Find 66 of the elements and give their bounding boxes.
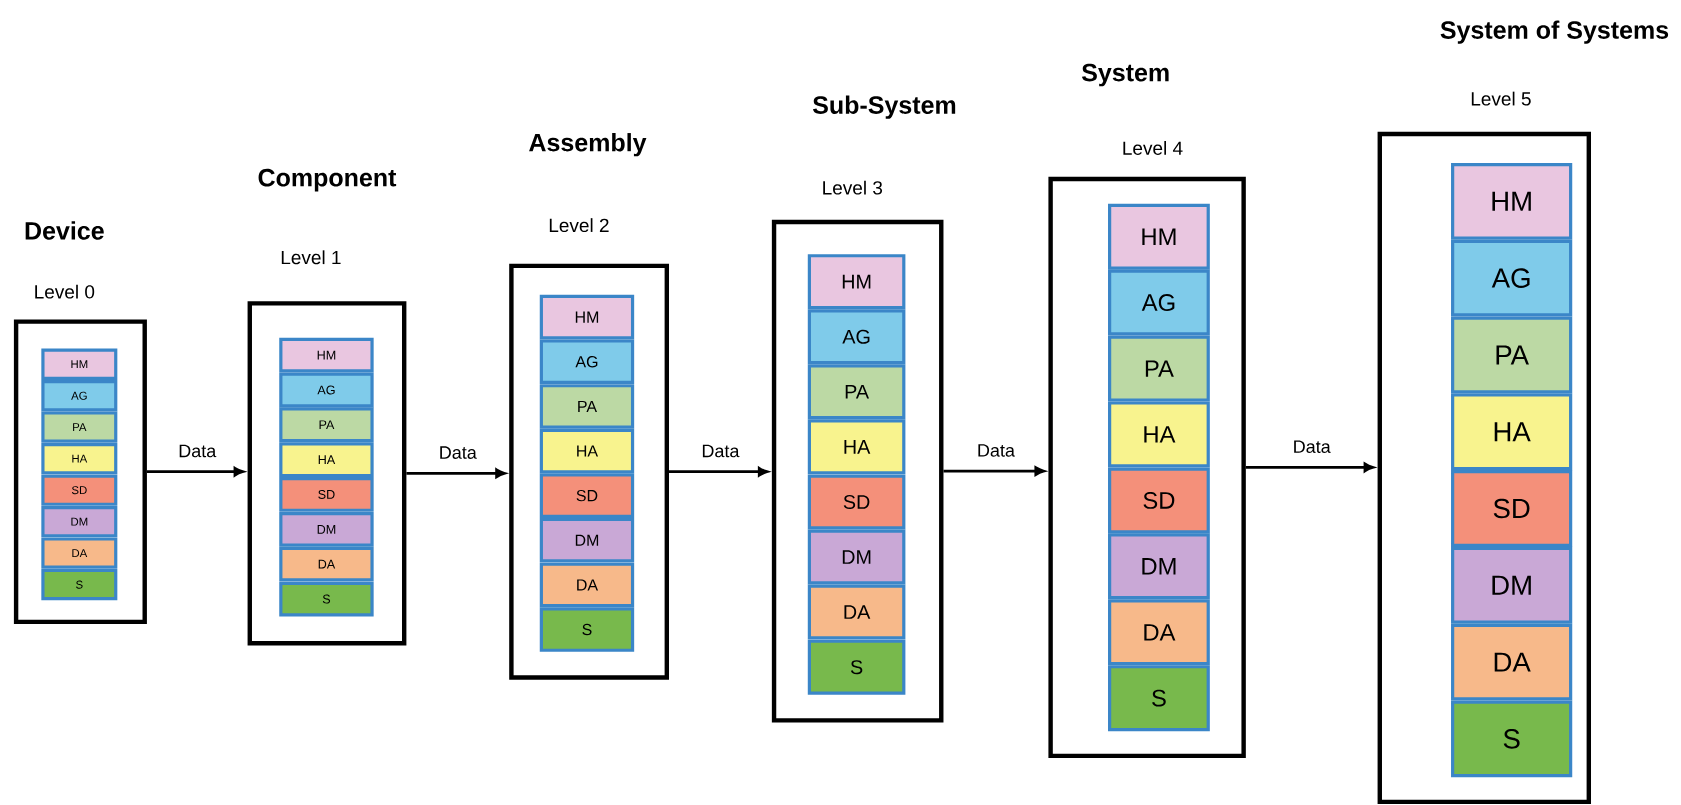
layer-box: PA — [279, 407, 374, 443]
level-heading: Device — [25, 221, 104, 240]
layer-box: HA — [279, 442, 374, 478]
arrow — [669, 466, 769, 477]
layer-box: HM — [807, 254, 906, 310]
layer-box: PA — [539, 384, 635, 429]
layer-box: DM — [1108, 533, 1210, 600]
layer-box: S — [1451, 700, 1573, 778]
level-label: Level 5 — [1471, 91, 1531, 106]
layer-box: AG — [41, 379, 118, 412]
edge-label: Data — [440, 446, 477, 459]
edge-label: Data — [978, 444, 1015, 457]
layer-box: SD — [1108, 467, 1210, 534]
level-label: Level 1 — [281, 250, 341, 265]
layer-box: HA — [807, 419, 906, 475]
layer-box: HA — [41, 442, 118, 475]
edge-label: Data — [179, 444, 217, 458]
layer-box: PA — [41, 411, 118, 443]
layer-box: S — [539, 607, 635, 652]
layer-box: DA — [41, 537, 118, 569]
layer-box: AG — [1451, 239, 1573, 317]
layer-box: HM — [1451, 162, 1573, 240]
layer-box: DA — [807, 584, 906, 640]
layer-box: SD — [539, 473, 635, 518]
layer-box: HM — [41, 348, 118, 380]
layer-box: SD — [807, 474, 906, 530]
layer-box: SD — [279, 476, 374, 512]
layer-box: AG — [1108, 269, 1210, 336]
layer-box: DA — [539, 562, 635, 608]
layer-box: PA — [1108, 335, 1210, 402]
layer-box: AG — [807, 309, 906, 365]
layer-box: DM — [807, 529, 906, 585]
level-heading: System of Systems — [1440, 20, 1669, 44]
layer-box: DA — [1451, 623, 1573, 701]
layer-box: HM — [279, 337, 374, 373]
level-label: Level 4 — [1123, 140, 1183, 155]
edge-label: Data — [702, 444, 740, 458]
layer-box: AG — [279, 372, 374, 408]
layer-box: HM — [1108, 203, 1210, 270]
layer-box: HA — [539, 428, 635, 474]
layer-box: AG — [539, 339, 635, 384]
layer-box: S — [279, 581, 374, 617]
level-heading: Assembly — [529, 133, 647, 157]
layer-box: DM — [279, 511, 374, 547]
layer-box: PA — [807, 364, 906, 420]
layer-box: HM — [539, 294, 635, 340]
level-heading: Component — [258, 168, 397, 192]
layer-box: SD — [41, 474, 118, 506]
level-heading: Sub-System — [812, 95, 956, 119]
level-label: Level 0 — [35, 284, 95, 299]
level-label: Level 3 — [823, 180, 883, 195]
layer-box: DM — [539, 517, 635, 563]
level-label: Level 2 — [549, 218, 609, 233]
layer-box: S — [807, 639, 906, 695]
layer-box: PA — [1451, 316, 1573, 394]
layer-box: HA — [1108, 401, 1210, 468]
layer-box: S — [1108, 665, 1210, 732]
layer-box: SD — [1451, 470, 1573, 547]
level-heading: System — [1081, 63, 1169, 87]
layer-box: HA — [1451, 393, 1573, 471]
layer-box: DM — [1451, 546, 1573, 624]
layer-box: DA — [279, 546, 374, 582]
edge-label: Data — [1294, 440, 1331, 453]
layer-box: S — [41, 568, 118, 601]
layer-box: DM — [41, 505, 118, 538]
layer-box: DA — [1108, 599, 1210, 666]
